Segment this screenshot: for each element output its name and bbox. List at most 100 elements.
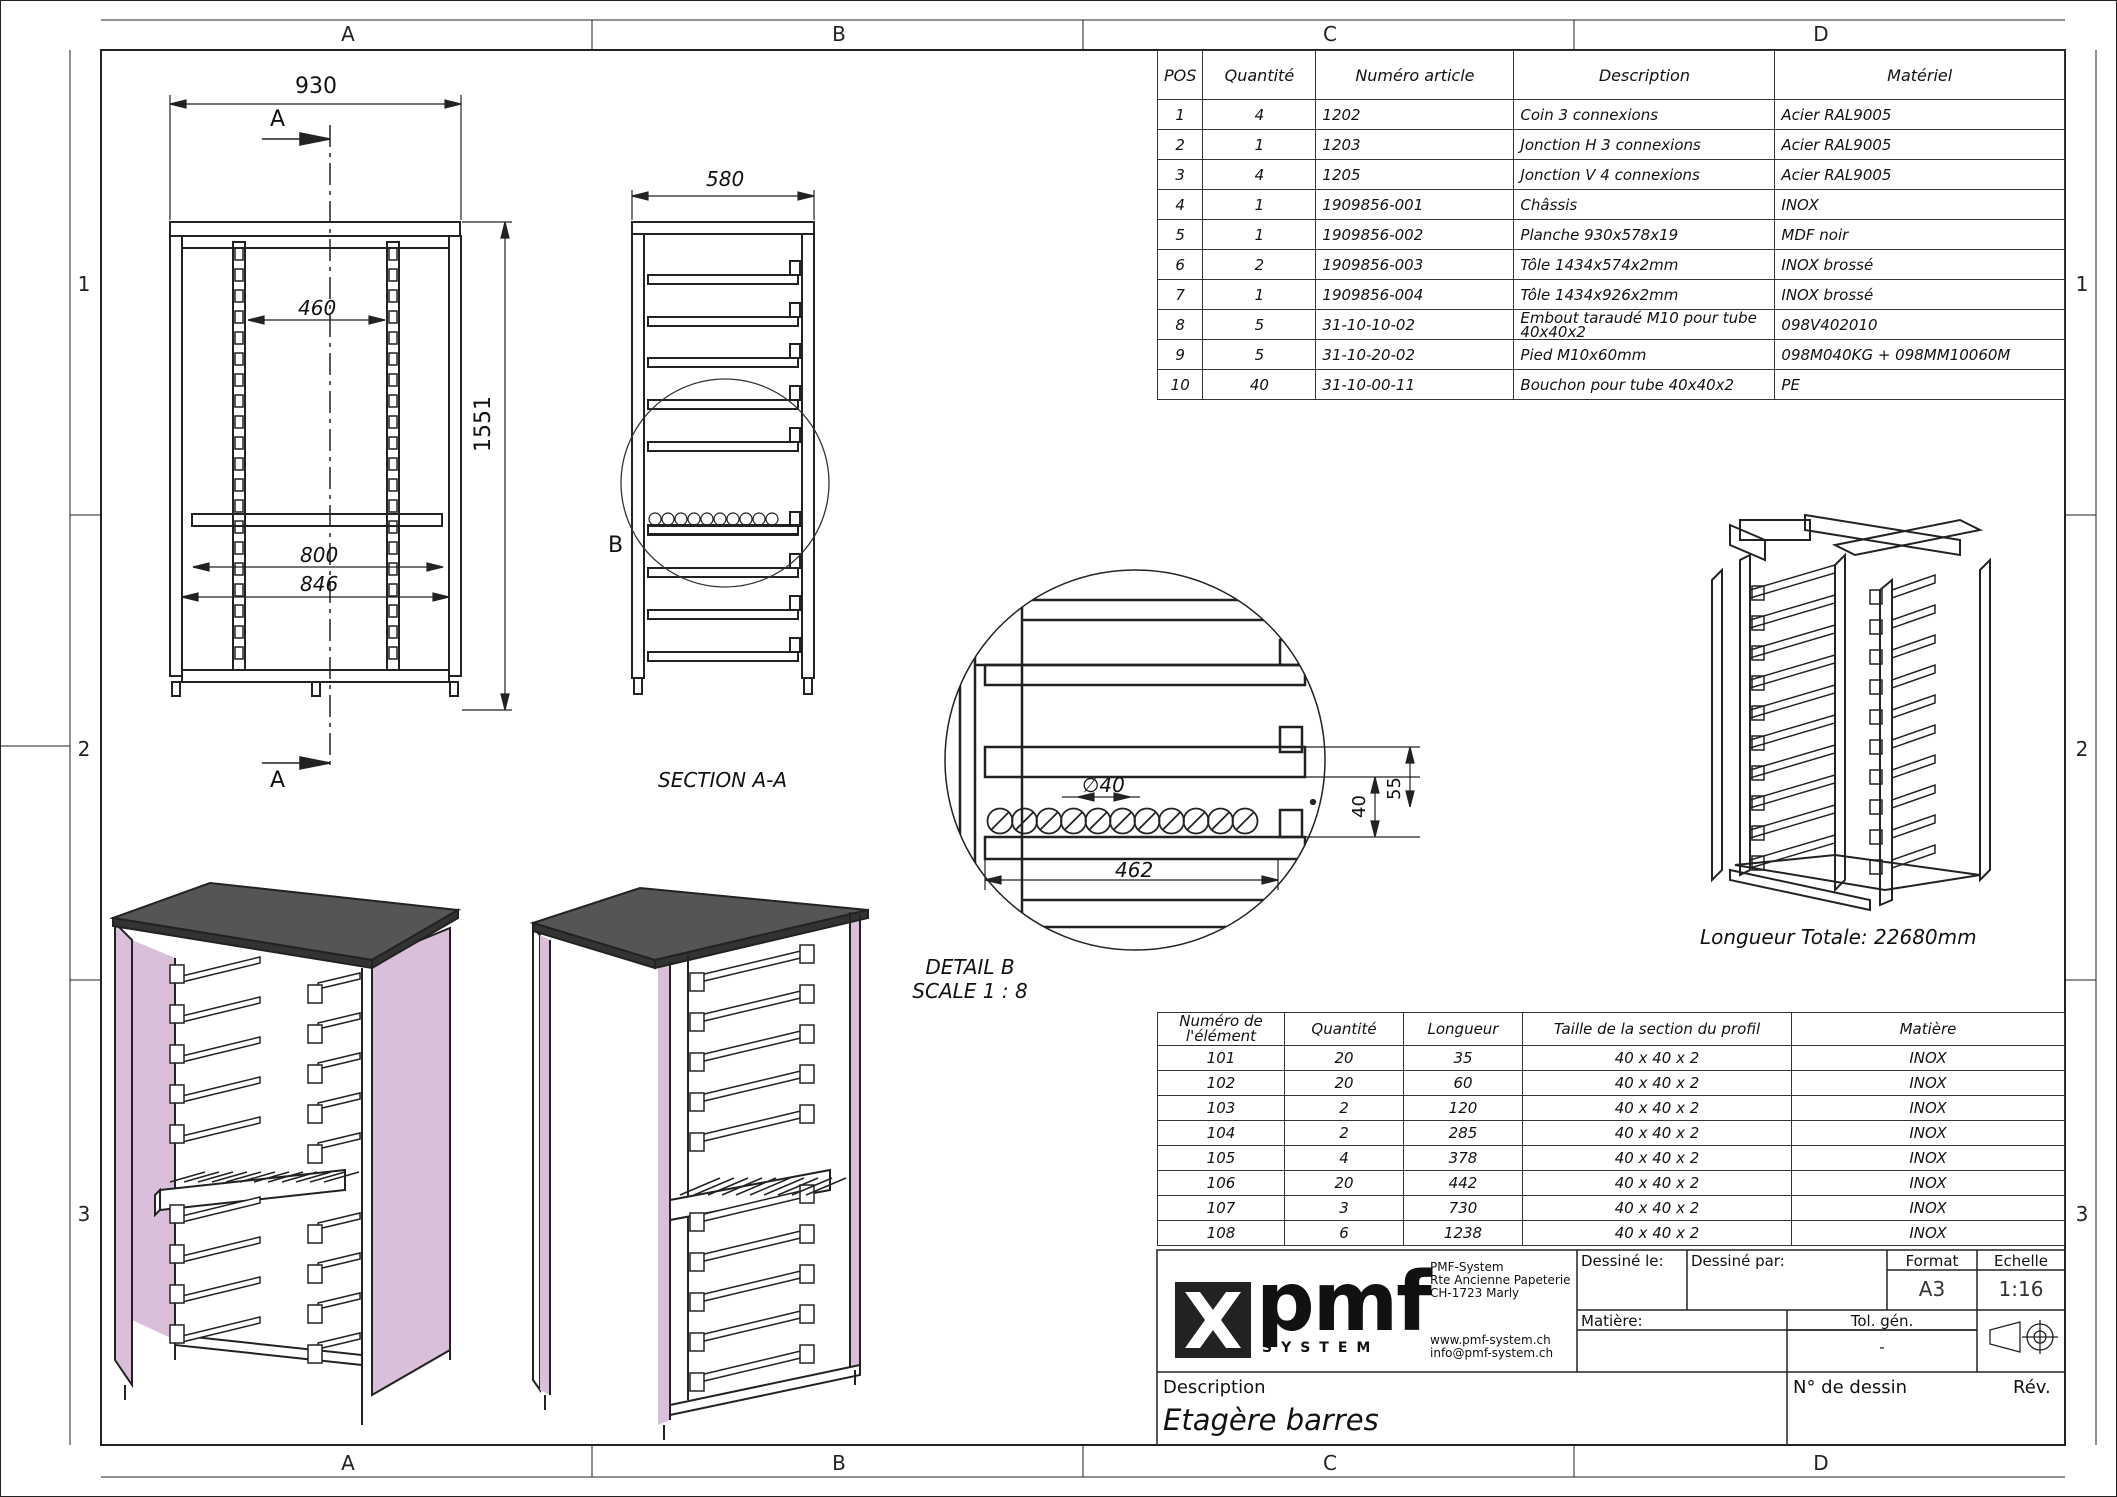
rail-tooth — [234, 478, 244, 492]
profile-cell-length: 60 — [1403, 1070, 1523, 1096]
bom-cell-material: INOX brossé — [1774, 249, 2065, 280]
cab-rail — [699, 1229, 806, 1263]
profile-cell-material: INOX — [1791, 1045, 2065, 1071]
zone-col-c-bottom: C — [1323, 1451, 1337, 1475]
dim-55-vertical: 55 — [1384, 777, 1405, 800]
cab-rail — [177, 1036, 261, 1064]
cab-rail — [317, 1052, 361, 1070]
profile-cell-qty: 3 — [1284, 1195, 1404, 1221]
shelf-bar — [295, 1171, 332, 1183]
profile-cell-length: 442 — [1403, 1170, 1523, 1196]
bom-cell-material: INOX brossé — [1774, 279, 2065, 310]
section-label: SECTION A-A — [658, 768, 788, 792]
profile-cell-element: 101 — [1157, 1045, 1285, 1071]
rail-tooth — [234, 331, 244, 345]
iso-rail — [1891, 723, 1936, 750]
profile-cell-length: 120 — [1403, 1095, 1523, 1121]
profile-cell-length: 378 — [1403, 1145, 1523, 1171]
cab-bracket — [799, 1224, 815, 1244]
rail-tooth — [388, 352, 398, 366]
profile-cell-qty: 2 — [1284, 1095, 1404, 1121]
iso-rail — [1749, 593, 1836, 630]
bom-cell-article: 1205 — [1315, 159, 1515, 190]
bom-cell-material: Acier RAL9005 — [1774, 159, 2065, 190]
shelf-bar — [777, 1177, 819, 1196]
bom-cell-material: 098V402010 — [1774, 309, 2065, 340]
cab-bracket — [689, 1292, 705, 1312]
bom-cell-qty: 40 — [1202, 369, 1317, 400]
shelf-bar — [253, 1171, 290, 1183]
bom-cell-description: Coin 3 connexions — [1513, 99, 1776, 130]
rail-tooth — [388, 520, 398, 534]
bom-cell-pos: 1 — [1156, 99, 1204, 130]
logo-pmf-text: pmf — [1256, 1255, 1432, 1350]
cab-bracket — [689, 972, 705, 992]
front-view — [169, 221, 462, 697]
cab-bracket — [689, 1332, 705, 1352]
bom-cell-pos: 10 — [1156, 369, 1204, 400]
hatch — [1137, 811, 1157, 831]
profile-cell-qty: 2 — [1284, 1120, 1404, 1146]
bom-cell-article: 1909856-001 — [1315, 189, 1515, 220]
cab-rail — [177, 1276, 261, 1304]
hatch — [990, 811, 1010, 831]
side-view — [631, 221, 815, 695]
rail-tooth — [388, 499, 398, 513]
cab-bracket — [799, 1104, 815, 1124]
shelf-bracket — [789, 427, 801, 443]
zone-row-3-left: 3 — [77, 1202, 91, 1226]
rail-tooth — [234, 520, 244, 534]
hatch — [1235, 811, 1255, 831]
bar-section — [713, 512, 727, 526]
frame-iso-rails — [1749, 563, 1936, 875]
iso-rail — [1891, 573, 1936, 600]
rail-tooth — [388, 562, 398, 576]
shelf-bar — [281, 1171, 318, 1183]
rail-tooth — [234, 562, 244, 576]
dim-460: 460 — [298, 296, 337, 320]
bom-cell-qty: 1 — [1202, 189, 1317, 220]
rail-tooth — [388, 373, 398, 387]
bom-cell-qty: 2 — [1202, 249, 1317, 280]
zone-col-a-top: A — [341, 22, 355, 46]
cab-bracket — [689, 1252, 705, 1272]
shelf-rail — [647, 567, 799, 578]
rail-tooth — [388, 478, 398, 492]
shelf-bar — [721, 1177, 763, 1196]
revision-label: Rév. — [2013, 1377, 2051, 1398]
hatch — [1063, 811, 1084, 831]
bar-section — [1231, 807, 1259, 835]
bar-section — [700, 512, 714, 526]
iso-rail — [1749, 833, 1836, 870]
bom-table: POS Quantité Numéro article Description … — [1156, 50, 2065, 400]
profile-cell-section: 40 x 40 x 2 — [1522, 1170, 1792, 1196]
profile-cell-section: 40 x 40 x 2 — [1522, 1045, 1792, 1071]
shelf-bar — [225, 1171, 262, 1183]
dim-diameter-40: ∅40 — [1082, 773, 1125, 797]
rail-tooth — [388, 268, 398, 282]
company-address: PMF-System Rte Ancienne Papeterie CH-172… — [1430, 1261, 1571, 1300]
cab-rail — [317, 1132, 361, 1150]
shelf-bar — [309, 1171, 346, 1183]
bom-header-description: Description — [1513, 50, 1776, 100]
shelf-bracket — [789, 595, 801, 611]
rail-tooth — [388, 541, 398, 555]
profile-cell-qty: 4 — [1284, 1145, 1404, 1171]
rail-tooth — [234, 583, 244, 597]
zone-row-1-left: 1 — [77, 272, 91, 296]
cabinet-1-rails — [169, 956, 361, 1364]
cab-rail — [699, 1029, 806, 1063]
dim-1551: 1551 — [471, 396, 496, 452]
rail-tooth — [388, 436, 398, 450]
iso-bracket — [1869, 799, 1883, 815]
rail-tooth — [388, 247, 398, 261]
company-contact: www.pmf-system.ch info@pmf-system.ch — [1430, 1334, 1553, 1360]
bom-cell-qty: 5 — [1202, 309, 1317, 340]
rail-tooth — [388, 331, 398, 345]
cab-bracket — [799, 1344, 815, 1364]
cab-bracket — [307, 1264, 323, 1284]
cab-bracket — [169, 1124, 185, 1144]
